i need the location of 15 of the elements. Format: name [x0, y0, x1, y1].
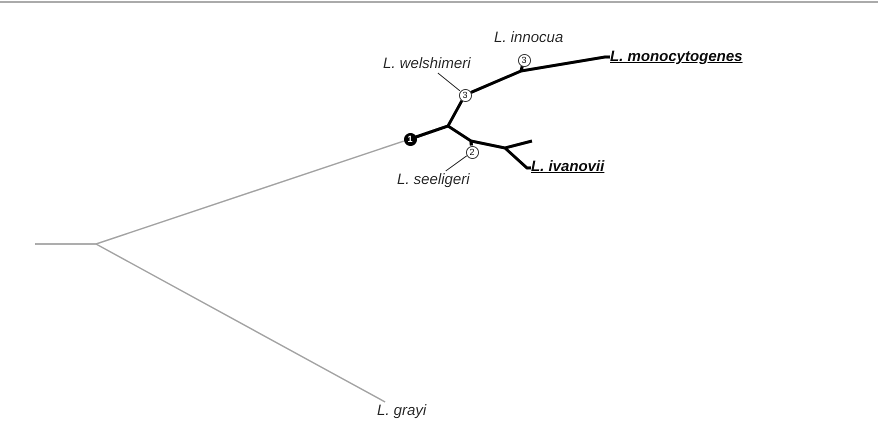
species-label: L. seeligeri — [397, 171, 470, 189]
tree-branch — [35, 243, 386, 403]
filled-node-marker: 1 — [404, 132, 416, 146]
species-label: L. monocytogenes — [610, 48, 743, 66]
species-label: L. ivanovii — [531, 158, 604, 176]
tree-branch — [520, 56, 610, 72]
numbered-circle: 2 — [466, 146, 478, 158]
species-label: L. innocua — [494, 29, 564, 47]
species-label: L. grayi — [377, 402, 426, 420]
leader-line — [445, 155, 468, 172]
numbered-circle: 3 — [518, 54, 530, 66]
species-label: L. welshimeri — [383, 55, 471, 73]
leader-line — [437, 72, 460, 92]
tree-branch — [470, 140, 532, 170]
numbered-circle: 3 — [458, 88, 472, 102]
